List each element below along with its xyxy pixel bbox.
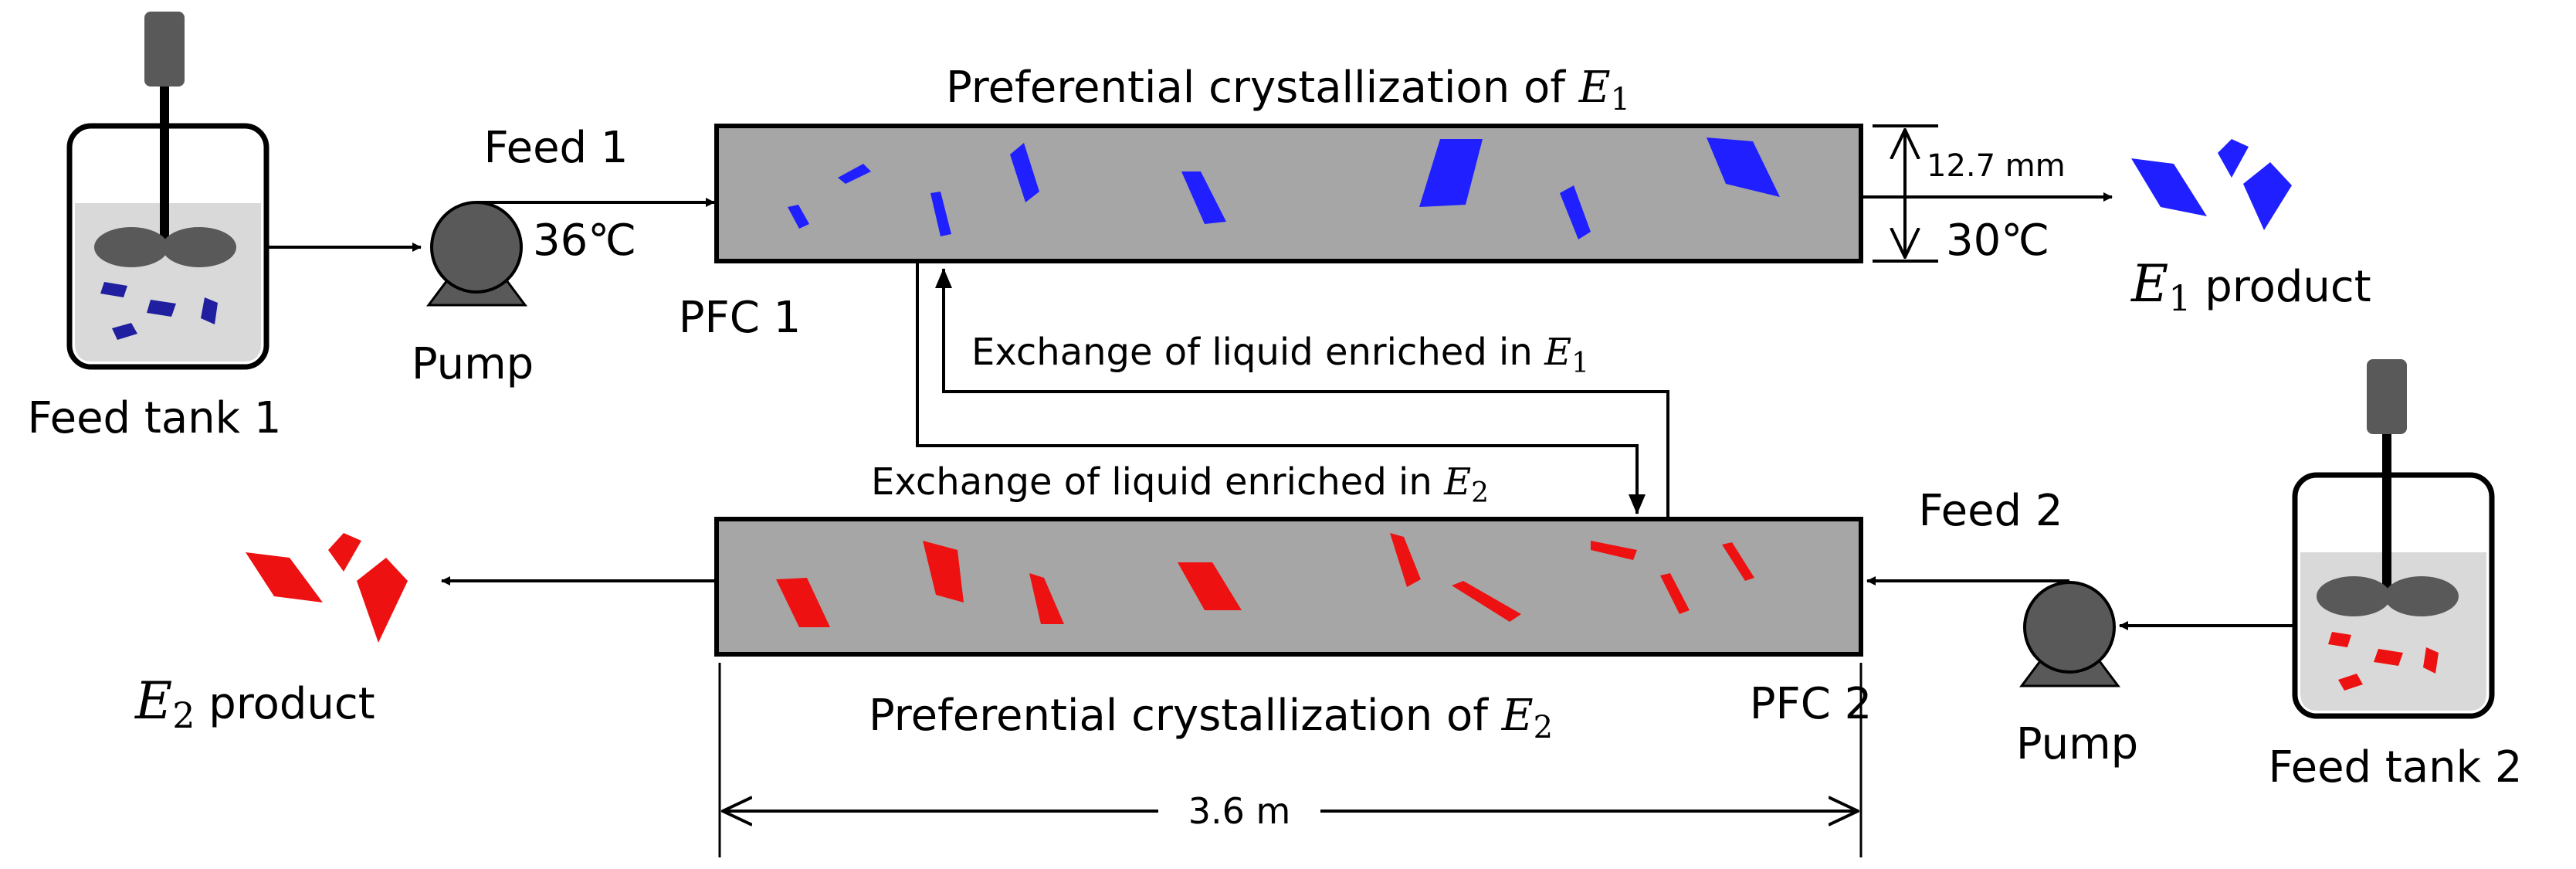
tank-2-impeller-right-icon [2384, 576, 2459, 616]
pfc-2-label: PFC 2 [1750, 679, 1873, 729]
e1-product-crystals [2131, 139, 2292, 230]
pfc-2-tube [714, 517, 1863, 657]
feed-tank-2-label: Feed tank 2 [2268, 742, 2522, 793]
feed-tank-1-label: Feed tank 1 [27, 393, 281, 443]
tank-2-liquid [2300, 552, 2486, 711]
pfc-1-e1-crystals [788, 137, 1780, 239]
pfc-1-title: Preferential crystallization of E1 [946, 63, 1630, 117]
pump-2-icon [2019, 581, 2120, 687]
tank-2-impeller-left-icon [2317, 576, 2391, 616]
e1-product-label: E1 product [2130, 254, 2371, 319]
exchange-e2-label: Exchange of liquid enriched in E2 [871, 460, 1489, 509]
temp-in-label: 36℃ [533, 216, 636, 266]
tank-2-motor-icon [2367, 359, 2407, 434]
feed-tank-2 [2292, 359, 2495, 719]
feed-2-label: Feed 2 [1918, 486, 2062, 536]
pump-1-label: Pump [412, 339, 534, 389]
tank-1-impeller-left-icon [94, 227, 168, 267]
feed-tank-1 [66, 12, 269, 370]
exchange-e2-line [916, 261, 1646, 514]
pump-1-icon [426, 201, 527, 307]
pfc-2-e2-crystals [776, 533, 1754, 627]
temp-out-label: 30℃ [1946, 216, 2049, 266]
diameter-label: 12.7 mm [1927, 148, 2066, 184]
e2-product-label: E2 product [134, 671, 375, 736]
pfc-1-tube [714, 124, 1863, 263]
pump-2-label: Pump [2016, 719, 2138, 769]
tank-1-motor-icon [144, 12, 185, 87]
tank-1-impeller-right-icon [162, 227, 236, 267]
tank-2-e2-crystals [2328, 632, 2439, 691]
pfc-1-label: PFC 1 [679, 293, 802, 343]
e2-product-crystals [246, 533, 408, 643]
pfc-2-title: Preferential crystallization of E2 [869, 691, 1553, 745]
feed-1-label: Feed 1 [483, 123, 628, 173]
exchange-e1-label: Exchange of liquid enriched in E1 [971, 331, 1589, 379]
length-label: 3.6 m [1188, 790, 1291, 832]
exchange-e1-line [935, 268, 1669, 519]
tank-1-e1-crystals [100, 282, 218, 340]
